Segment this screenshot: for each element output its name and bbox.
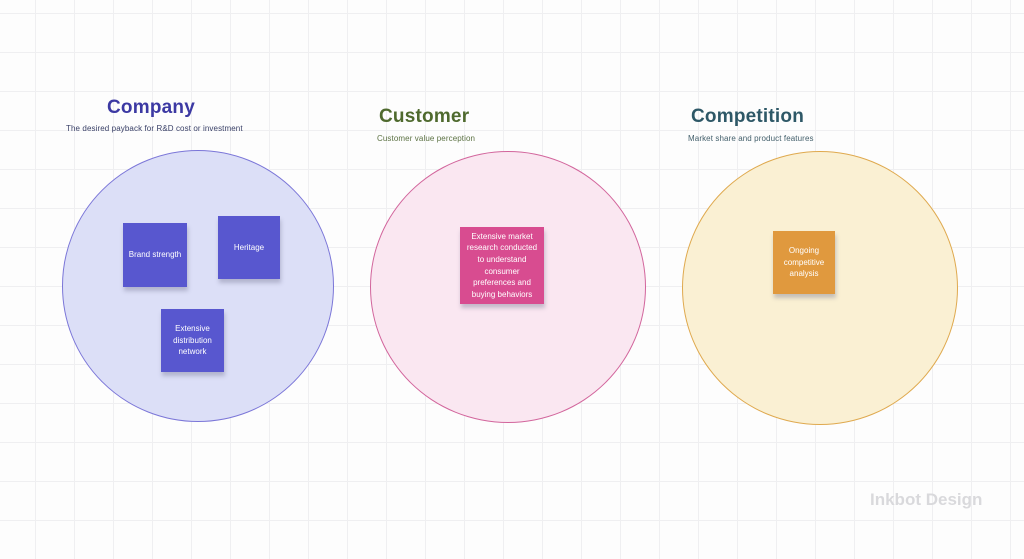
company-circle-shape[interactable] [62,150,334,422]
watermark-inkbot-design: Inkbot Design [870,490,983,509]
section-subtitle-customer[interactable]: Customer value perception [377,134,476,143]
section-subtitle-competition[interactable]: Market share and product features [688,134,814,143]
sticky-note-brand-strength[interactable]: Brand strength [123,223,187,287]
sticky-note-distribution-network[interactable]: Extensive distribution network [161,309,224,372]
section-title-customer[interactable]: Customer [379,106,470,127]
sticky-note-heritage[interactable]: Heritage [218,216,280,279]
section-title-company[interactable]: Company [107,97,195,118]
section-title-competition[interactable]: Competition [691,106,805,127]
sticky-note-competitive-analysis[interactable]: Ongoing competitive analysis [773,231,835,294]
section-subtitle-company[interactable]: The desired payback for R&D cost or inve… [66,124,243,133]
sticky-note-market-research[interactable]: Extensive market research conducted to u… [460,227,544,304]
